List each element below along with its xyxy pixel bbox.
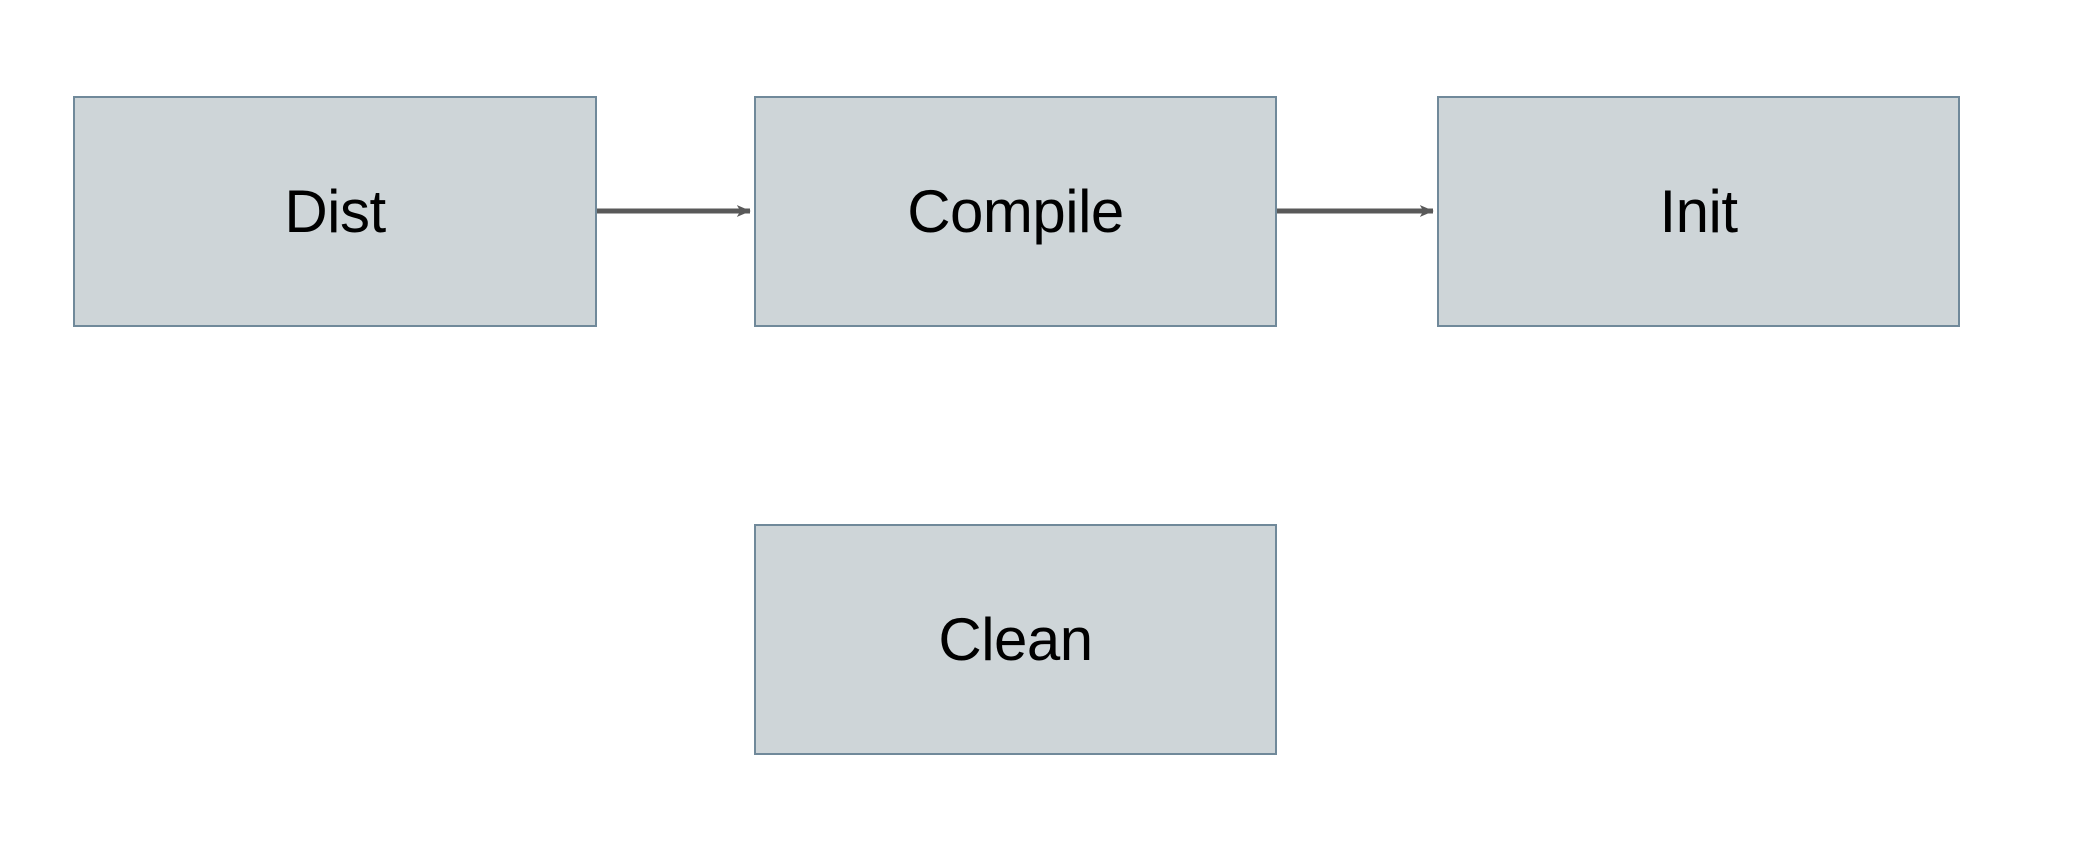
node-clean[interactable]: Clean <box>754 524 1277 755</box>
node-dist[interactable]: Dist <box>73 96 597 327</box>
node-init[interactable]: Init <box>1437 96 1960 327</box>
node-label-init: Init <box>1659 177 1738 245</box>
node-label-compile: Compile <box>907 177 1124 245</box>
node-label-clean: Clean <box>938 605 1093 673</box>
node-compile[interactable]: Compile <box>754 96 1277 327</box>
node-label-dist: Dist <box>284 177 386 245</box>
